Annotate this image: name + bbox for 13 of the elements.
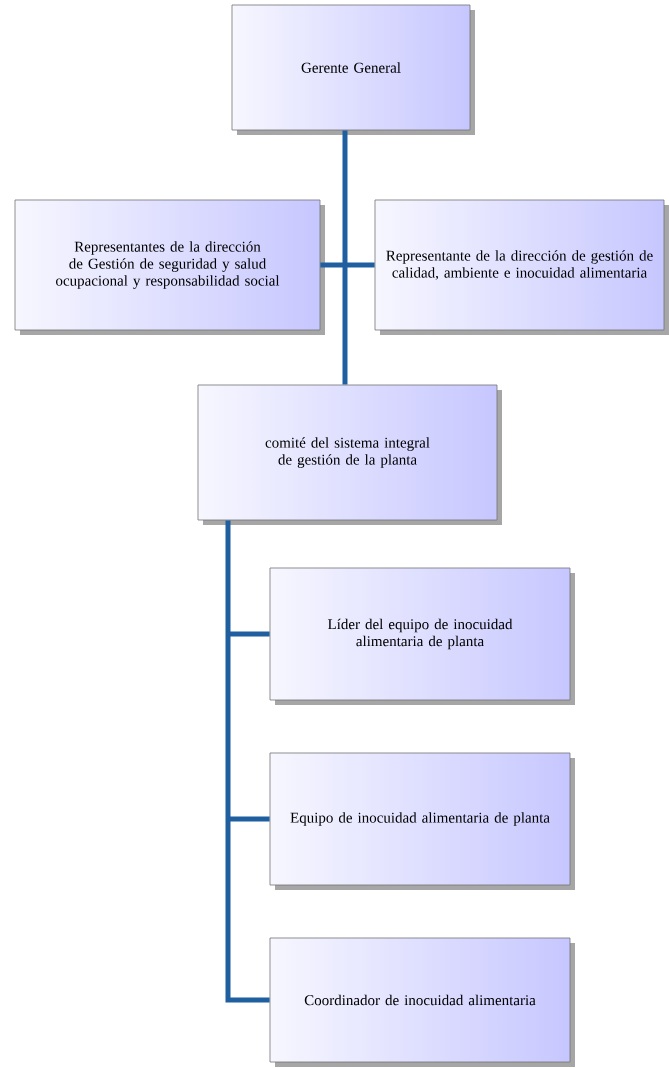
- connector-line: [228, 816, 270, 822]
- org-box: Líder del equipo de inocuidad alimentaria de planta: [269, 567, 575, 705]
- org-box: Representante de la dirección de gestión de calidad, ambiente e inocuidad alimentaria: [374, 199, 669, 335]
- connector-line: [342, 130, 348, 385]
- org-box: Gerente General: [231, 4, 475, 135]
- org-box: Equipo de inocuidad alimentaria de planta: [269, 752, 575, 890]
- connector-line: [320, 262, 345, 268]
- org-box: comité del sistema integral de gestión de la planta: [197, 384, 502, 525]
- connector-line: [345, 262, 375, 268]
- org-box: Coordinador de inocuidad alimentaria: [269, 937, 575, 1067]
- org-box: Representantes de la dirección de Gestión de seguridad y salud ocupacional y responsabilidad social: [14, 199, 325, 335]
- connector-line: [225, 520, 270, 1003]
- connector-line: [228, 631, 270, 637]
